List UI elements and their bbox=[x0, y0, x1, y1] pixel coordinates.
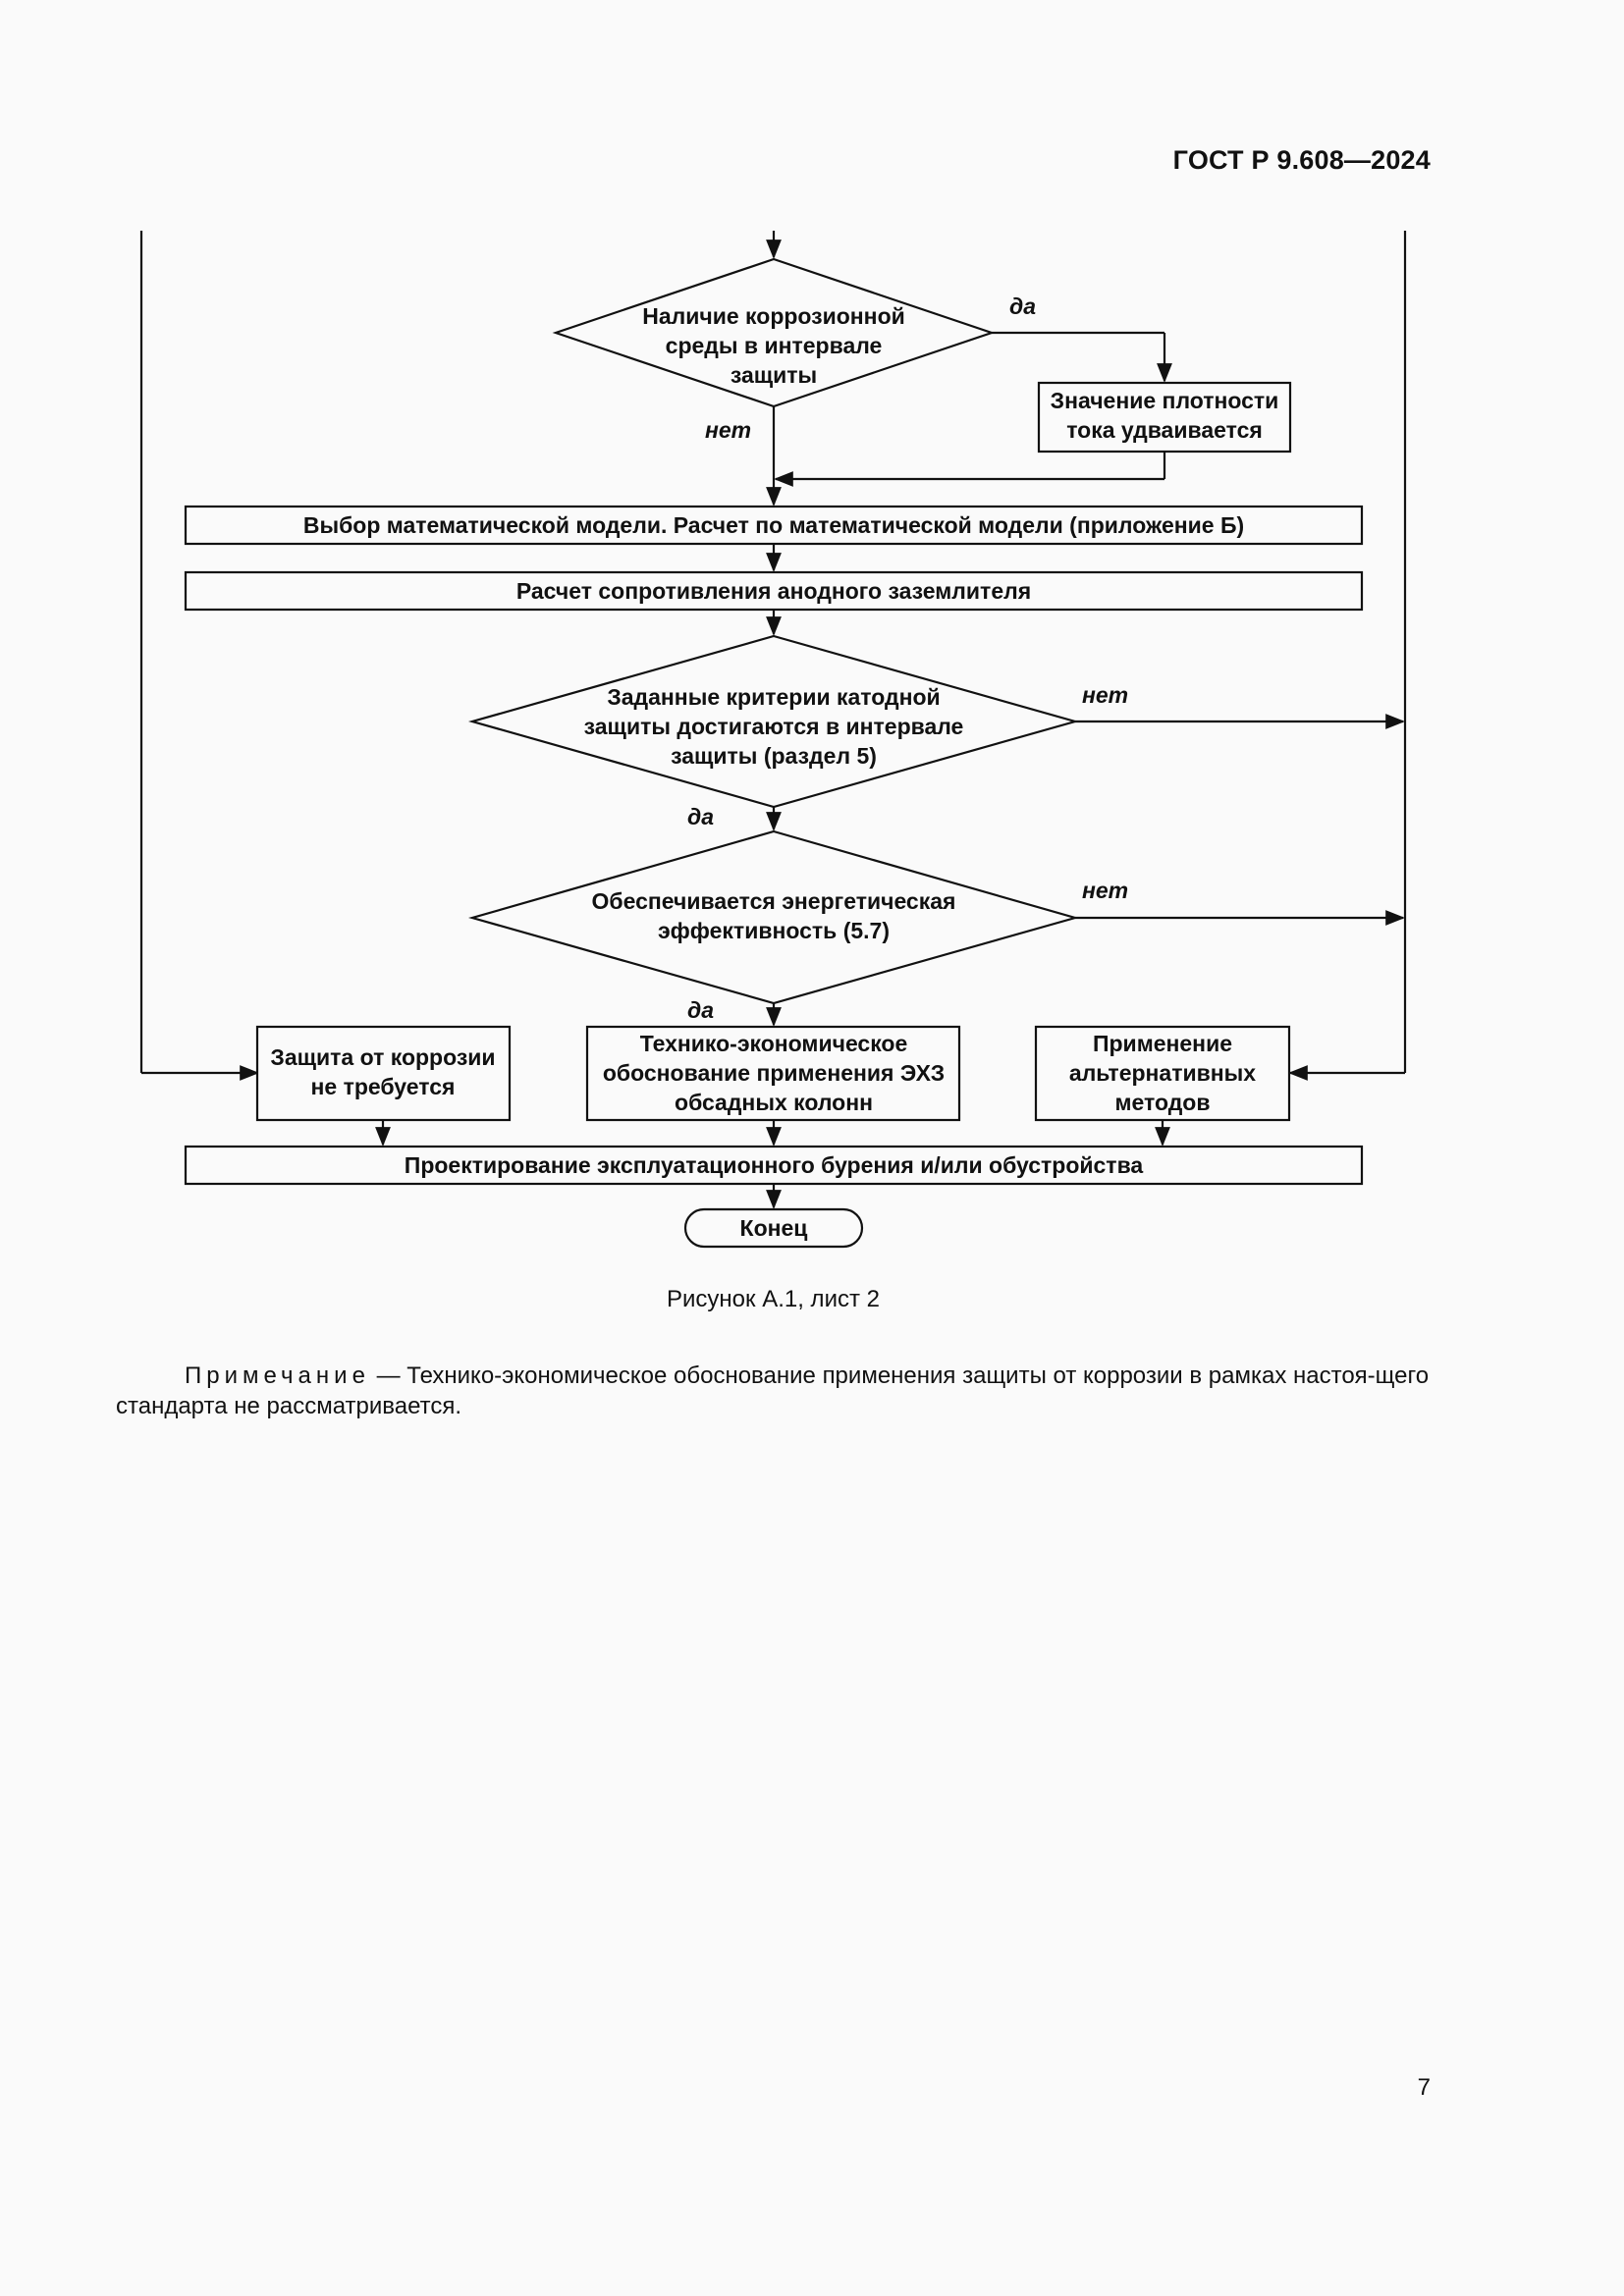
box-feasibility-line2: обоснование применения ЭХЗ bbox=[603, 1060, 945, 1086]
decision-energy-line1: Обеспечивается энергетическая bbox=[592, 888, 956, 914]
label-no-1: нет bbox=[705, 417, 751, 443]
terminal-end-text: Конец bbox=[740, 1215, 808, 1241]
standard-header: ГОСТ Р 9.608—2024 bbox=[1172, 145, 1431, 175]
box-alternative-line1: Применение bbox=[1093, 1031, 1232, 1056]
decision-energy-line2: эффективность (5.7) bbox=[658, 918, 890, 943]
box-no-protection-line1: Защита от коррозии bbox=[270, 1044, 495, 1070]
note-text: — Технико-экономическое обоснование прим… bbox=[116, 1362, 1430, 1419]
box-density-shape bbox=[1037, 381, 1292, 454]
note-label: Примечание bbox=[185, 1362, 370, 1389]
box-alternative-line3: методов bbox=[1115, 1090, 1211, 1115]
box-feasibility-line1: Технико-экономическое bbox=[640, 1031, 908, 1056]
decision-corrosive-line3: защиты bbox=[731, 362, 817, 388]
decision-criteria-line2: защиты достигаются в интервале bbox=[584, 714, 964, 739]
label-yes-3: да bbox=[687, 997, 714, 1023]
box-feasibility-shape bbox=[585, 1025, 961, 1122]
page-number: 7 bbox=[1417, 2074, 1431, 2101]
box-feasibility-line3: обсадных колонн bbox=[675, 1090, 873, 1115]
decision-corrosive-line1: Наличие коррозионной bbox=[642, 303, 905, 329]
box-no-protection-line2: не требуется bbox=[311, 1074, 456, 1099]
label-no-2: нет bbox=[1082, 682, 1128, 708]
box-alternative-line2: альтернативных bbox=[1069, 1060, 1256, 1086]
box-density-line1: Значение плотности bbox=[1051, 388, 1279, 413]
terminal-end-shape bbox=[683, 1207, 864, 1249]
box-model-text: Выбор математической модели. Расчет по м… bbox=[303, 512, 1244, 538]
box-no-protection-shape bbox=[255, 1025, 512, 1122]
box-density-line2: тока удваивается bbox=[1066, 417, 1263, 443]
figure-caption: Рисунок А.1, лист 2 bbox=[667, 1286, 880, 1312]
note-paragraph: Примечание — Технико-экономическое обосн… bbox=[116, 1361, 1432, 1421]
decision-corrosive-line2: среды в интервале bbox=[666, 333, 883, 358]
label-no-3: нет bbox=[1082, 878, 1128, 903]
flowchart: Наличие коррозионной среды в интервале з… bbox=[139, 231, 1407, 1249]
box-resistance-text: Расчет сопротивления анодного заземлител… bbox=[516, 578, 1031, 604]
box-alternative-shape bbox=[1034, 1025, 1291, 1122]
decision-criteria-line1: Заданные критерии катодной bbox=[607, 684, 940, 710]
label-yes-2: да bbox=[687, 804, 714, 829]
decision-criteria-line3: защиты (раздел 5) bbox=[671, 743, 877, 769]
label-yes-1: да bbox=[1009, 294, 1036, 319]
box-design-text: Проектирование эксплуатационного бурения… bbox=[405, 1152, 1144, 1178]
